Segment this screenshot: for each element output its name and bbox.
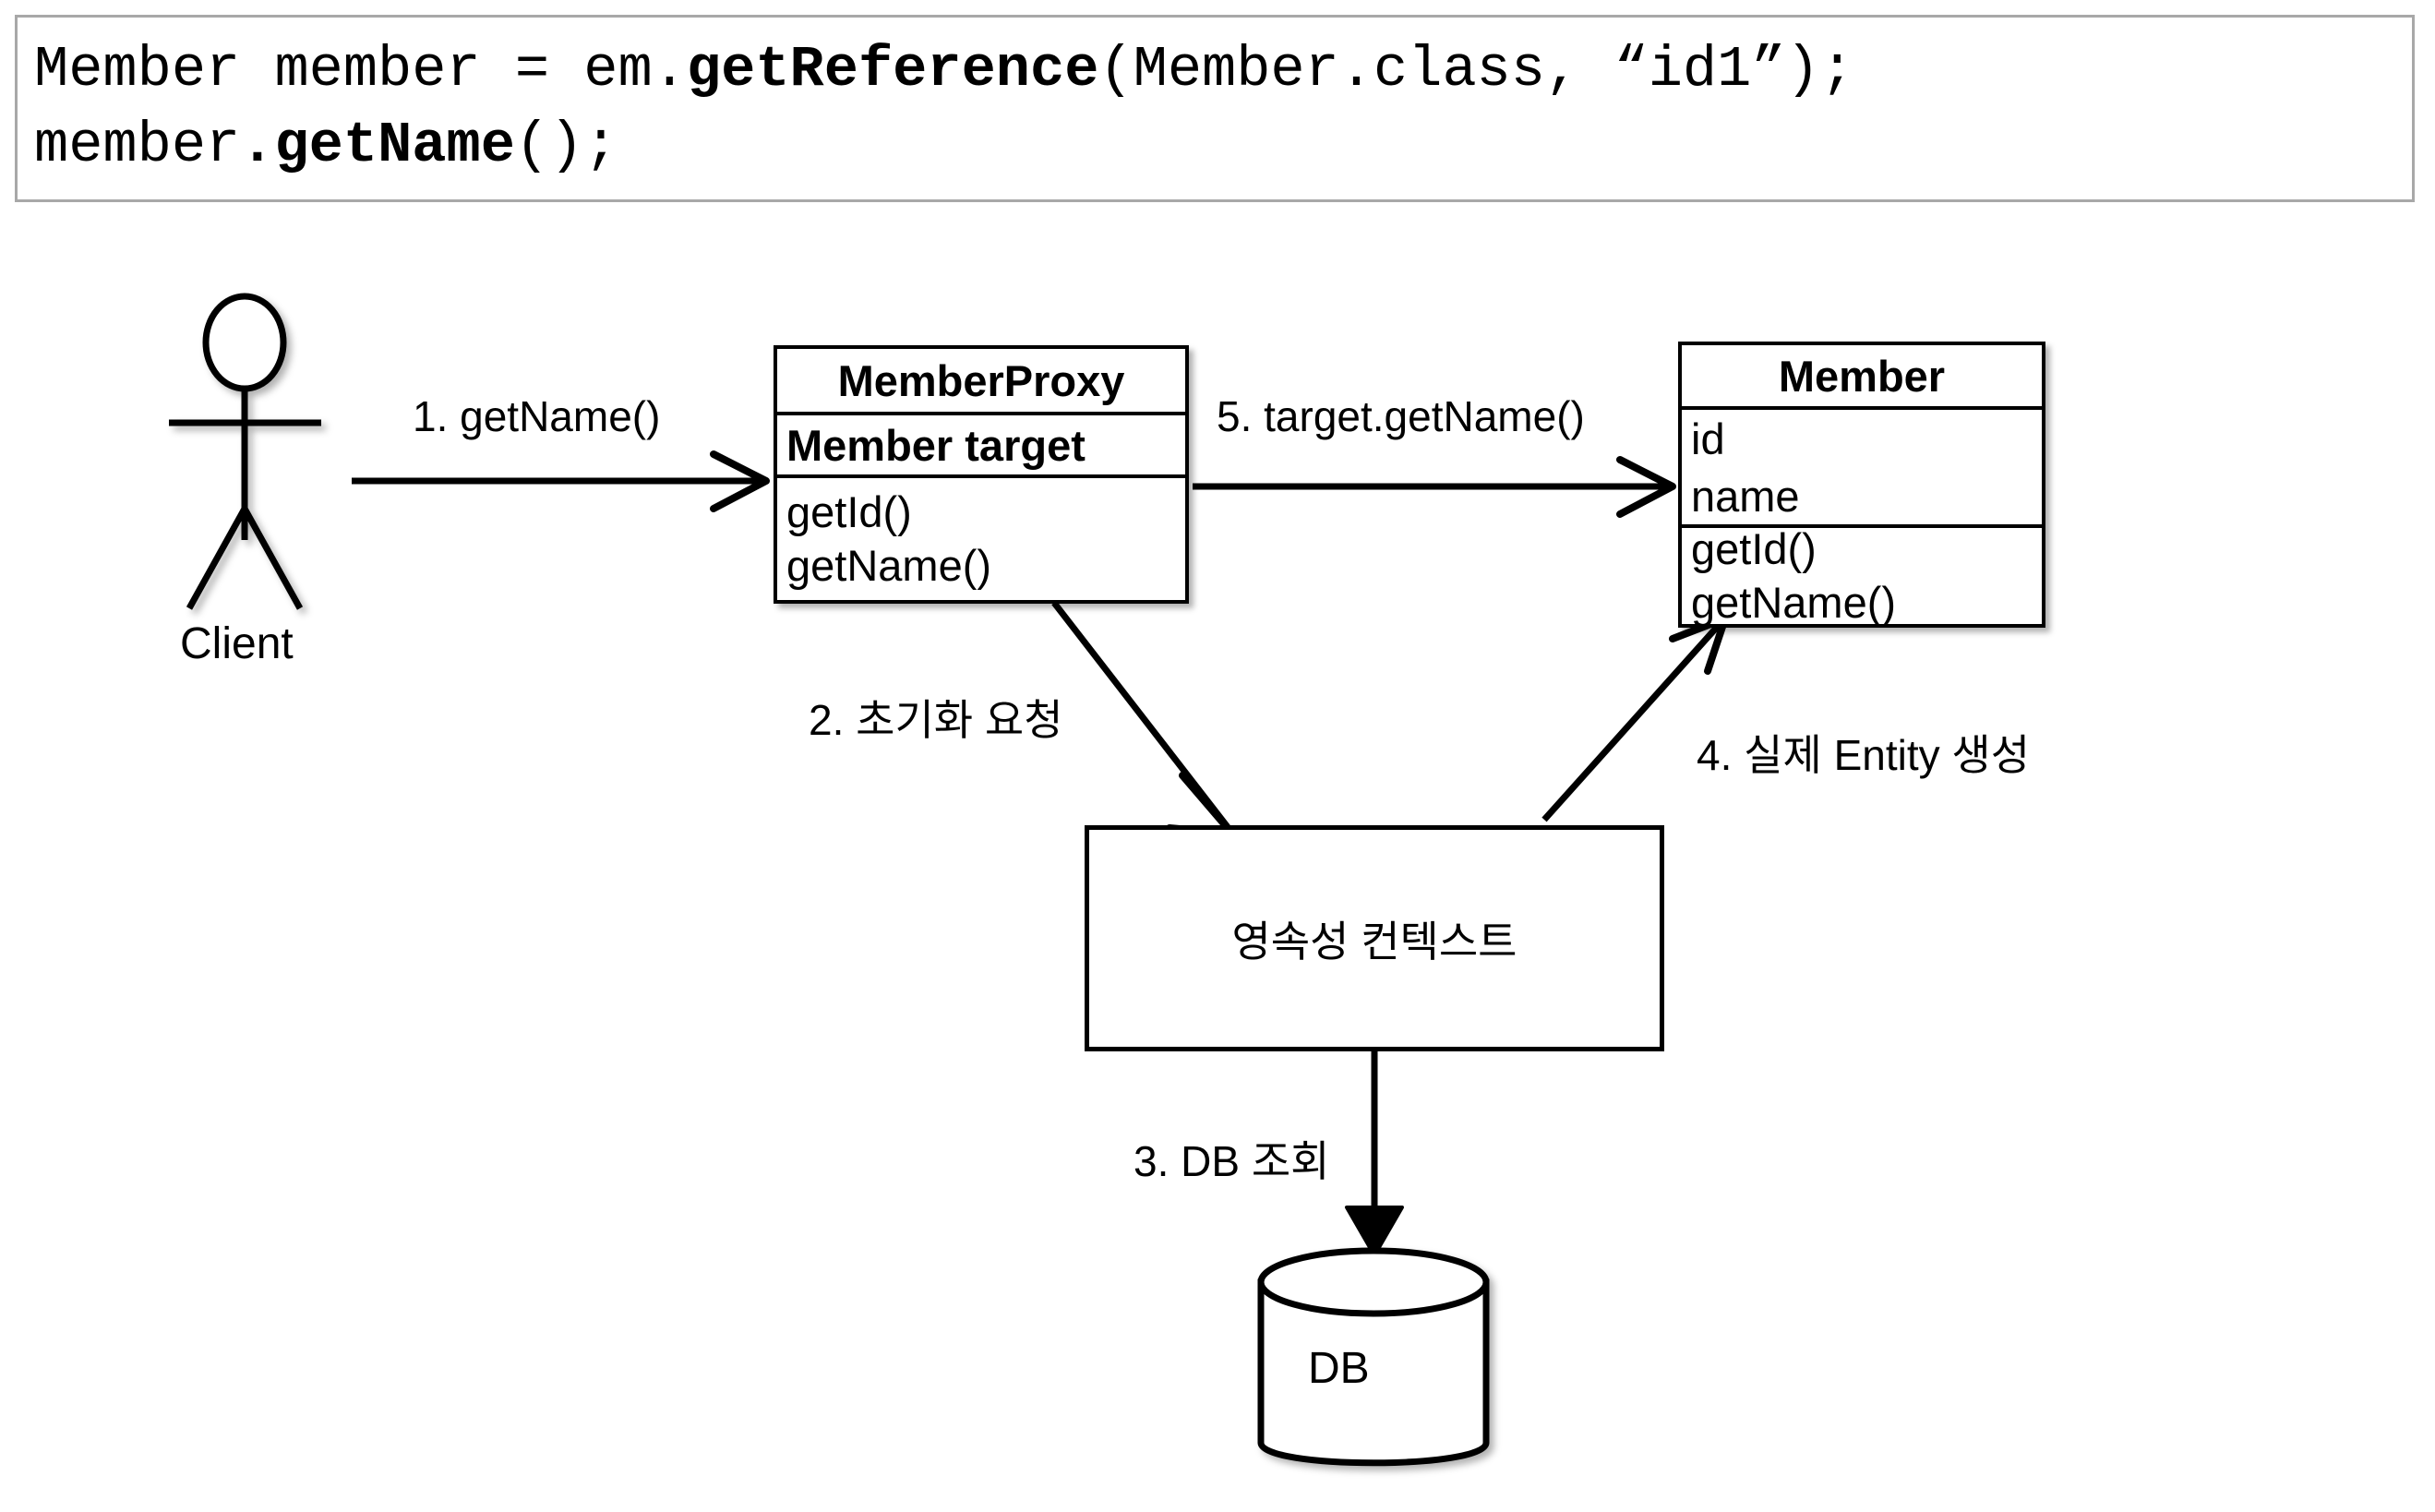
database-cylinder-icon	[1257, 1247, 1490, 1467]
code-line-2: member.getName();	[34, 108, 2395, 184]
member-proxy-methods: getId() getName()	[777, 478, 1185, 600]
code-line-1-bold: getReference	[686, 37, 1099, 102]
member-title: Member	[1682, 345, 2042, 410]
code-line-2-bold: .getName	[240, 113, 515, 178]
member-proxy-title: MemberProxy	[777, 349, 1185, 415]
code-line-1-part-a: Member member = em.	[34, 37, 687, 102]
member-fields-text: id name	[1691, 414, 1800, 521]
database-label: DB	[1308, 1344, 1370, 1393]
arrow-3-db-query	[1345, 1051, 1404, 1257]
persistence-context-label: 영속성 컨텍스트	[1231, 917, 1517, 966]
member-proxy-methods-text: getId() getName()	[786, 487, 992, 590]
class-box-member[interactable]: Member id name getId() getName()	[1678, 342, 2045, 628]
member-methods: getId() getName()	[1682, 528, 2042, 624]
member-methods-text: getId() getName()	[1691, 528, 1897, 624]
arrow-2-init-request	[1051, 600, 1236, 837]
client-actor-icon	[169, 293, 321, 610]
member-fields: id name	[1682, 410, 2042, 528]
code-line-2-part-b: ();	[514, 113, 618, 178]
code-line-2-part-a: member	[34, 113, 241, 178]
arrow-5-target-get-name	[1193, 456, 1676, 518]
flow-label-2: 2. 초기화 요청	[809, 696, 1063, 744]
arrow-4-create-entity	[1541, 615, 1729, 822]
arrow-1-get-name	[352, 450, 770, 512]
code-snippet-block: Member member = em.getReference(Member.c…	[15, 15, 2415, 202]
code-line-1: Member member = em.getReference(Member.c…	[34, 32, 2395, 108]
client-actor-label: Client	[180, 619, 294, 668]
code-line-1-part-b: (Member.class, “id1”);	[1098, 37, 1854, 102]
flow-label-1: 1. getName()	[413, 392, 661, 440]
flow-label-3: 3. DB 조회	[1134, 1137, 1330, 1185]
flow-label-5: 5. target.getName()	[1217, 392, 1585, 440]
member-proxy-attribute: Member target	[777, 415, 1185, 478]
persistence-context-box[interactable]: 영속성 컨텍스트	[1085, 825, 1664, 1051]
class-box-member-proxy[interactable]: MemberProxy Member target getId() getNam…	[774, 345, 1189, 604]
flow-label-4: 4. 실제 Entity 생성	[1697, 731, 2031, 779]
